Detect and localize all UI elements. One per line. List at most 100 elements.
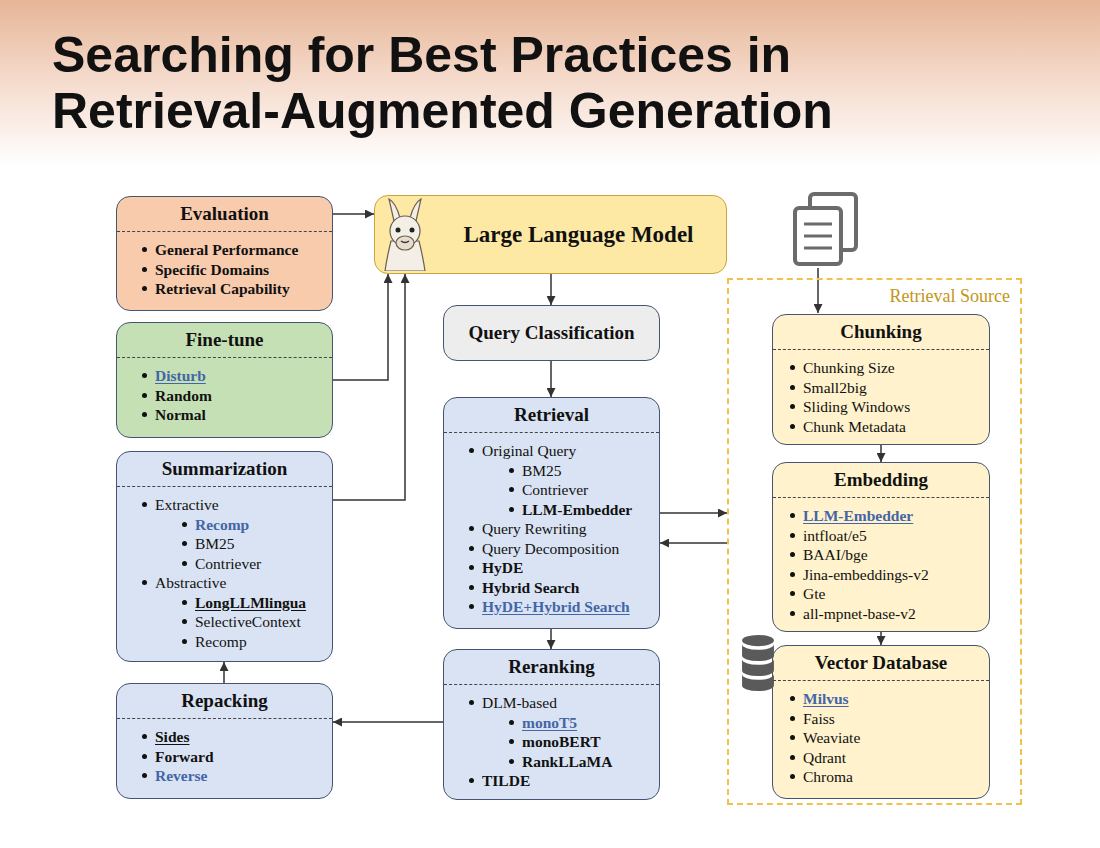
list-item: Jina-embeddings-v2 bbox=[773, 565, 989, 585]
bullet-dot bbox=[509, 720, 514, 725]
list-item: Milvus bbox=[773, 689, 989, 709]
bullet-dot bbox=[469, 585, 474, 590]
list-item: intfloat/e5 bbox=[773, 526, 989, 546]
bullet-dot bbox=[469, 700, 474, 705]
document-line bbox=[804, 223, 832, 226]
list-item: General Performance bbox=[117, 240, 332, 260]
list-item: Reverse bbox=[117, 766, 332, 786]
list-item: Query Rewriting bbox=[444, 519, 659, 539]
process-box: EmbeddingLLM-Embedderintfloat/e5BAAI/bge… bbox=[772, 462, 990, 632]
database-band bbox=[742, 659, 774, 676]
bullet-dot bbox=[790, 696, 795, 701]
list-item: monoT5 bbox=[444, 713, 659, 733]
list-item: Random bbox=[117, 386, 332, 406]
item-text: Contriever bbox=[522, 481, 588, 498]
connector-arrow bbox=[550, 274, 552, 305]
box-content: Vector DatabaseMilvusFaissWeaviateQdrant… bbox=[773, 646, 989, 793]
database-icon bbox=[739, 633, 777, 693]
list-item: Recomp bbox=[117, 632, 332, 652]
item-list: Chunking SizeSmall2bigSliding WindowsChu… bbox=[773, 350, 989, 442]
list-item: BM25 bbox=[117, 534, 332, 554]
database-band bbox=[742, 644, 774, 661]
item-text: DLM-based bbox=[482, 694, 557, 711]
bullet-dot bbox=[790, 385, 795, 390]
llama-icon bbox=[379, 197, 431, 271]
item-text: BAAI/bge bbox=[803, 546, 868, 563]
list-item: all-mpnet-base-v2 bbox=[773, 604, 989, 624]
llama-nose bbox=[401, 241, 409, 243]
bullet-dot bbox=[509, 739, 514, 744]
box-content: RerankingDLM-basedmonoT5monoBERTRankLLaM… bbox=[444, 650, 659, 797]
process-box: Vector DatabaseMilvusFaissWeaviateQdrant… bbox=[772, 645, 990, 799]
box-label: Large Language Model bbox=[464, 222, 694, 248]
box-heading: Chunking bbox=[840, 321, 921, 342]
bullet-dot bbox=[790, 716, 795, 721]
list-item: Small2big bbox=[773, 378, 989, 398]
item-text: Specific Domains bbox=[155, 261, 269, 278]
list-item: Query Decomposition bbox=[444, 539, 659, 559]
item-text: RankLLaMA bbox=[522, 753, 612, 770]
box-content: Fine-tuneDisturbRandomNormal bbox=[117, 323, 332, 431]
item-text: Small2big bbox=[803, 379, 867, 396]
list-item: DLM-based bbox=[444, 693, 659, 713]
list-item: LLM-Embedder bbox=[444, 500, 659, 520]
list-item: BAAI/bge bbox=[773, 545, 989, 565]
list-item: Qdrant bbox=[773, 748, 989, 768]
process-box: EvaluationGeneral PerformanceSpecific Do… bbox=[116, 196, 333, 311]
list-item: Forward bbox=[117, 747, 332, 767]
list-item: Abstractive bbox=[117, 573, 332, 593]
document-icon bbox=[795, 194, 856, 264]
box-content: RepackingSidesForwardReverse bbox=[117, 684, 332, 792]
database-top bbox=[742, 635, 774, 646]
list-item: Contriever bbox=[444, 480, 659, 500]
list-item: Chunking Size bbox=[773, 358, 989, 378]
bullet-dot bbox=[790, 774, 795, 779]
document-line bbox=[804, 247, 832, 250]
bullet-dot bbox=[142, 286, 147, 291]
item-text: Random bbox=[155, 387, 212, 404]
heading-row: Repacking bbox=[117, 684, 332, 719]
database-band bbox=[742, 674, 774, 691]
process-box: RerankingDLM-basedmonoT5monoBERTRankLLaM… bbox=[443, 649, 660, 800]
bullet-dot bbox=[142, 580, 147, 585]
item-text: BM25 bbox=[522, 462, 562, 479]
list-item: SelectiveContext bbox=[117, 612, 332, 632]
item-text: monoT5 bbox=[522, 714, 577, 731]
item-text: Chunking Size bbox=[803, 359, 895, 376]
box-heading: Retrieval bbox=[514, 404, 589, 425]
bullet-dot bbox=[142, 754, 147, 759]
item-text: Query Decomposition bbox=[482, 540, 619, 557]
item-text: SelectiveContext bbox=[195, 613, 301, 630]
list-item: LongLLMlingua bbox=[117, 593, 332, 613]
item-text: HyDE+Hybrid Search bbox=[482, 598, 630, 615]
bullet-dot bbox=[469, 546, 474, 551]
item-text: Jina-embeddings-v2 bbox=[803, 566, 929, 583]
bullet-dot bbox=[142, 502, 147, 507]
bullet-dot bbox=[790, 404, 795, 409]
heading-row: Fine-tune bbox=[117, 323, 332, 358]
box-heading: Evaluation bbox=[180, 203, 269, 224]
region-label: Retrieval Source bbox=[890, 286, 1010, 307]
heading-row: Vector Database bbox=[773, 646, 989, 681]
box-content: EmbeddingLLM-Embedderintfloat/e5BAAI/bge… bbox=[773, 463, 989, 629]
document-arrow bbox=[817, 268, 819, 313]
box-heading: Embedding bbox=[834, 469, 928, 490]
item-list: LLM-Embedderintfloat/e5BAAI/bgeJina-embe… bbox=[773, 498, 989, 629]
bullet-dot bbox=[790, 591, 795, 596]
bullet-dot bbox=[790, 755, 795, 760]
item-text: BM25 bbox=[195, 535, 235, 552]
document-line bbox=[804, 235, 832, 238]
box-heading: Fine-tune bbox=[185, 329, 263, 350]
list-item: Contriever bbox=[117, 554, 332, 574]
item-text: Weaviate bbox=[803, 729, 860, 746]
item-text: Original Query bbox=[482, 442, 576, 459]
bullet-dot bbox=[142, 393, 147, 398]
item-list: Original QueryBM25ContrieverLLM-Embedder… bbox=[444, 433, 659, 623]
list-item: HyDE+Hybrid Search bbox=[444, 597, 659, 617]
list-item: Specific Domains bbox=[117, 260, 332, 280]
bullet-dot bbox=[182, 561, 187, 566]
item-text: Abstractive bbox=[155, 574, 226, 591]
item-text: Milvus bbox=[803, 690, 849, 707]
item-list: DisturbRandomNormal bbox=[117, 358, 332, 431]
